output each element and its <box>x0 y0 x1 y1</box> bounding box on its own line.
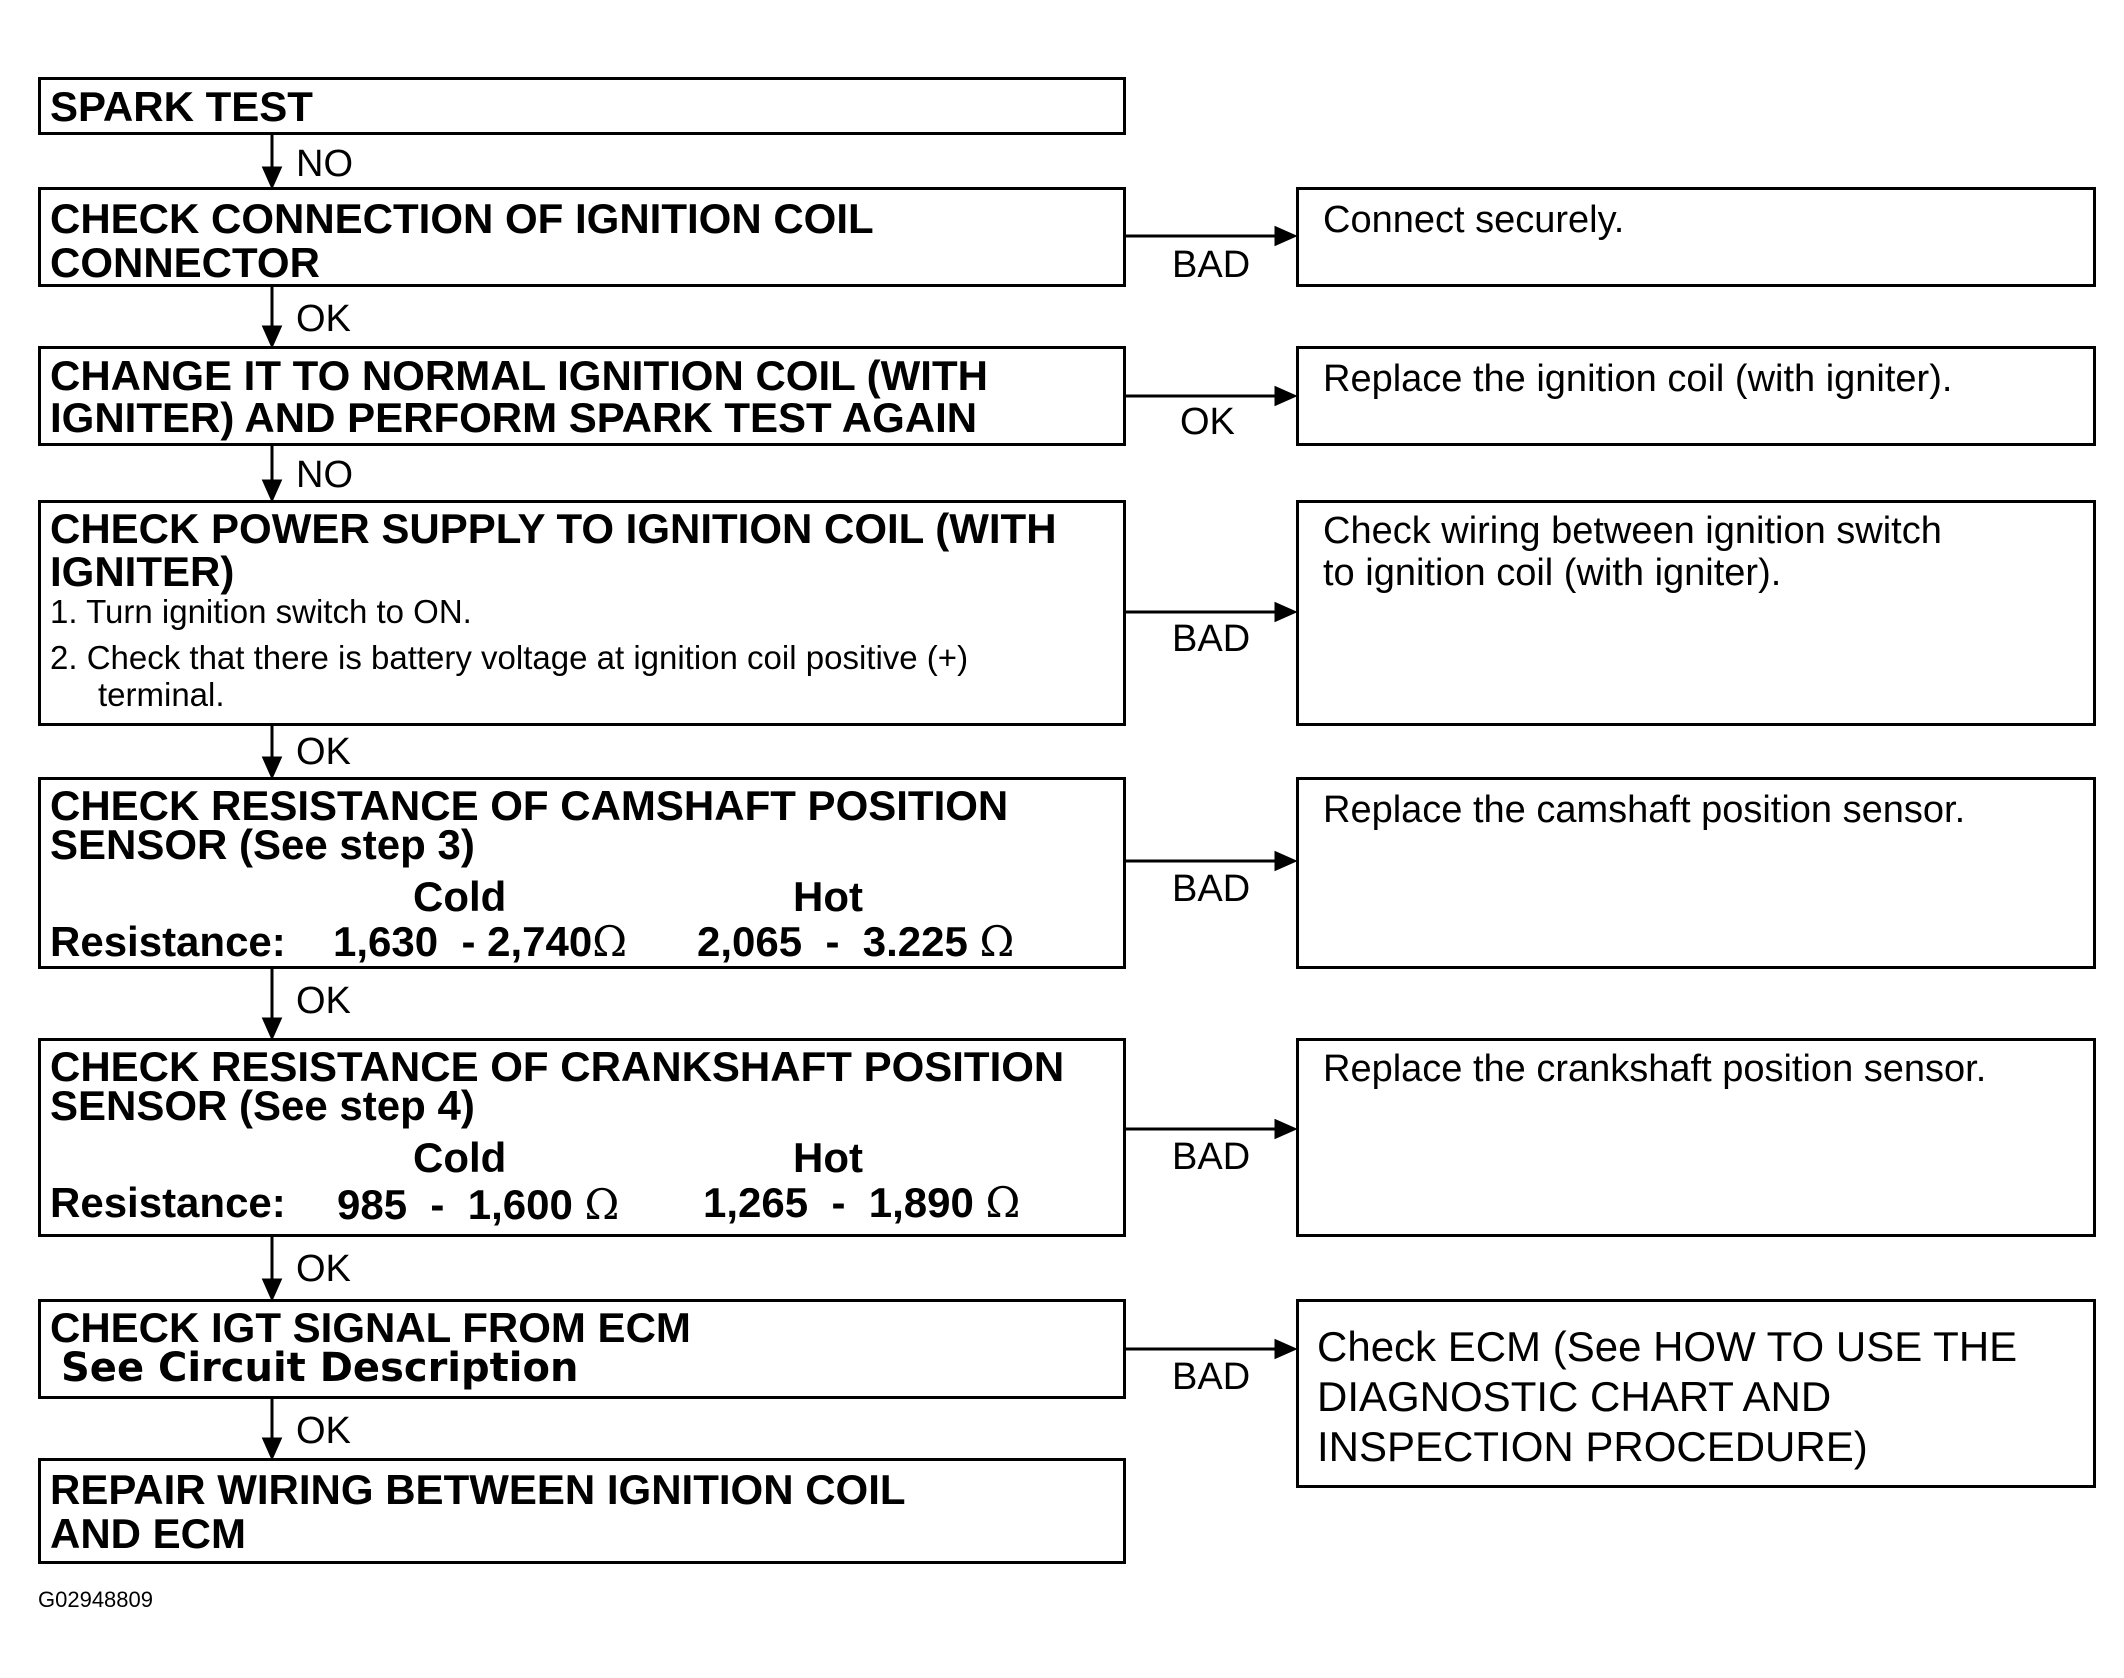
side-arrowhead <box>1274 1118 1298 1140</box>
step-title-line: REPAIR WIRING BETWEEN IGNITION COIL <box>50 1466 906 1513</box>
step-title-line: SPARK TEST <box>50 83 313 130</box>
down-arrowhead <box>261 1278 283 1302</box>
result-line: Replace the ignition coil (with igniter)… <box>1323 358 1953 400</box>
hot-resistance-value: 2,065 - 3.225 Ω <box>697 917 1015 966</box>
hot-header: Hot <box>793 1134 863 1181</box>
hot-resistance-value: 1,265 - 1,890 Ω <box>703 1178 1021 1227</box>
resistance-label: Resistance: <box>50 918 286 965</box>
branch-label-side: BAD <box>1172 868 1251 910</box>
instruction-line: terminal. <box>98 676 225 713</box>
step-change-ignition-coil: CHANGE IT TO NORMAL IGNITION COIL (WITH … <box>38 346 1126 446</box>
branch-label-side: BAD <box>1172 244 1251 286</box>
down-arrowhead <box>261 756 283 780</box>
result-replace-ignition-coil: Replace the ignition coil (with igniter)… <box>1296 346 2096 446</box>
figure-id: G02948809 <box>38 1587 153 1612</box>
step-subtitle: See Circuit Description <box>61 1345 579 1391</box>
step-check-coil-connector: CHECK CONNECTION OF IGNITION COIL CONNEC… <box>38 187 1126 287</box>
branch-label-side: BAD <box>1172 1356 1251 1398</box>
step-title-line: AND ECM <box>50 1510 246 1557</box>
down-arrowhead <box>261 325 283 349</box>
hot-header: Hot <box>793 873 863 920</box>
step-title-line: IGNITER) <box>50 548 235 595</box>
step-title-line: CHECK RESISTANCE OF CRANKSHAFT POSITION <box>50 1043 1065 1090</box>
branch-label-down: OK <box>296 980 351 1022</box>
side-arrowhead <box>1274 225 1298 247</box>
result-line: Check ECM (See HOW TO USE THE <box>1317 1323 2018 1370</box>
step-check-camshaft-sensor: CHECK RESISTANCE OF CAMSHAFT POSITION SE… <box>38 777 1126 969</box>
result-replace-crankshaft-sensor: Replace the crankshaft position sensor. <box>1296 1038 2096 1237</box>
result-line: Check wiring between ignition switch <box>1323 510 1942 552</box>
cold-header: Cold <box>413 873 507 920</box>
step-check-igt-signal: CHECK IGT SIGNAL FROM ECM See Circuit De… <box>38 1299 1126 1399</box>
step-check-crankshaft-sensor: CHECK RESISTANCE OF CRANKSHAFT POSITION … <box>38 1038 1126 1237</box>
step-check-power-supply: CHECK POWER SUPPLY TO IGNITION COIL (WIT… <box>38 500 1126 726</box>
result-line: to ignition coil (with igniter). <box>1323 552 1782 594</box>
branch-label-down: NO <box>296 143 353 185</box>
step-title-line: CHANGE IT TO NORMAL IGNITION COIL (WITH <box>50 352 988 399</box>
result-check-ecm: Check ECM (See HOW TO USE THE DIAGNOSTIC… <box>1296 1299 2096 1488</box>
result-replace-camshaft-sensor: Replace the camshaft position sensor. <box>1296 777 2096 969</box>
down-arrowhead <box>261 166 283 190</box>
down-arrowhead <box>261 1017 283 1041</box>
cold-resistance-value: 985 - 1,600 Ω <box>337 1180 620 1229</box>
branch-label-side: BAD <box>1172 618 1251 660</box>
result-line: DIAGNOSTIC CHART AND <box>1317 1373 1832 1420</box>
side-arrowhead <box>1274 601 1298 623</box>
ohm-symbol: Ω <box>985 1178 1021 1227</box>
branch-label-down: OK <box>296 1248 351 1290</box>
down-arrowhead <box>261 1437 283 1461</box>
step-title-line: CHECK POWER SUPPLY TO IGNITION COIL (WIT… <box>50 505 1057 552</box>
cold-header: Cold <box>413 1134 507 1181</box>
branch-label-side: OK <box>1180 401 1235 443</box>
branch-label-down: NO <box>296 454 353 496</box>
instruction-line: 1. Turn ignition switch to ON. <box>50 593 472 630</box>
instruction-line: 2. Check that there is battery voltage a… <box>50 639 969 676</box>
result-line: Replace the crankshaft position sensor. <box>1323 1048 1987 1090</box>
step-repair-wiring: REPAIR WIRING BETWEEN IGNITION COIL AND … <box>38 1458 1126 1564</box>
branch-label-side: BAD <box>1172 1136 1251 1178</box>
result-line: INSPECTION PROCEDURE) <box>1317 1423 1868 1470</box>
branch-label-down: OK <box>296 1410 351 1452</box>
ohm-symbol: Ω <box>979 917 1015 966</box>
step-title-line: CHECK IGT SIGNAL FROM ECM <box>50 1304 691 1351</box>
down-arrowhead <box>261 479 283 503</box>
step-title-line: CHECK CONNECTION OF IGNITION COIL <box>50 195 874 242</box>
result-line: Connect securely. <box>1323 199 1625 241</box>
result-connect-securely: Connect securely. <box>1296 187 2096 287</box>
step-title-line: SENSOR (See step 4) <box>50 1082 475 1129</box>
step-title-line: CONNECTOR <box>50 239 320 286</box>
ohm-symbol: Ω <box>592 917 628 966</box>
ohm-symbol: Ω <box>584 1180 620 1229</box>
side-arrowhead <box>1274 1338 1298 1360</box>
step-title-line: CHECK RESISTANCE OF CAMSHAFT POSITION <box>50 782 1009 829</box>
resistance-label: Resistance: <box>50 1179 286 1226</box>
step-title-line: IGNITER) AND PERFORM SPARK TEST AGAIN <box>50 394 978 441</box>
step-spark-test: SPARK TEST <box>38 77 1126 135</box>
branch-label-down: OK <box>296 731 351 773</box>
side-arrowhead <box>1274 385 1298 407</box>
result-check-switch-wiring: Check wiring between ignition switch to … <box>1296 500 2096 726</box>
branch-label-down: OK <box>296 298 351 340</box>
side-arrowhead <box>1274 850 1298 872</box>
cold-resistance-value: 1,630 - 2,740Ω <box>333 917 628 966</box>
step-title-line: SENSOR (See step 3) <box>50 821 475 868</box>
result-line: Replace the camshaft position sensor. <box>1323 789 1966 831</box>
